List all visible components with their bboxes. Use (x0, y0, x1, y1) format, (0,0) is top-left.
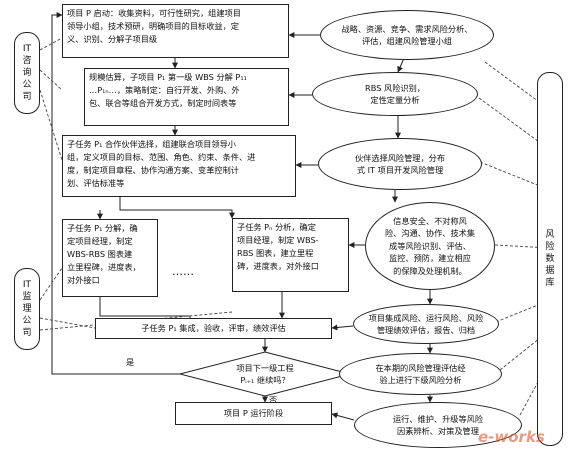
eworks-watermark: e-works (478, 428, 545, 446)
integrated-risk-node: 项目集成风险、运行风险、风险 管理绩效评估，报告、归档 (353, 304, 499, 344)
yes-label: 是 (126, 357, 135, 367)
partner-risk-node: 伙伴选择风险管理，分布 式 IT 项目开发风险管理 (318, 138, 482, 190)
experience-risk-node: 在本期的风险管理评估经 验上进行下级风险分析 (339, 353, 502, 395)
integration-box: 子任务 P₁ 集成，验收，评审，绩效评估 (95, 318, 332, 339)
project-start-box: 项目 P 启动：收集资料，可行性研究，组建项目 领导小组，技术预研，明确项目的目… (62, 4, 289, 58)
operation-risk-node: 运行、维护、升级等风险 因素辨析、对策及管理 (354, 402, 522, 448)
subtask-pn-box: 子任务 Pₙ 分析，确定 项目经理，制定 WBS- RBS 图表，建立里程 碑，… (232, 218, 349, 292)
operation-stage-box: 项目 P 运行阶段 (175, 402, 332, 425)
it-supervision-company: IT 监 理 公 司 (14, 268, 40, 350)
subtask-partner-box: 子任务 P₁ 合作伙伴选择，组建联合项目领导小 组，定义项目的目标、范围、角色、… (62, 135, 296, 197)
decision-diamond (178, 351, 352, 397)
wbs-estimate-box: 规模估算，子项目 P₁ 第一级 WBS 分解 P₁₁ …P₁ₙ…，策略制定：自行… (84, 68, 289, 126)
strategy-risk-node: 战略、资源、竞争、需求风险分析、 评估，组建风险管理小组 (320, 10, 494, 60)
risk-database: 风 险 数 据 库 (537, 72, 563, 446)
no-label: 否 (269, 395, 278, 405)
next-stage-question: 项目下一级工程 Pᵢ₊₁ 继续吗？ (236, 363, 294, 385)
security-risk-node: 信息安全、不对称风 险、沟通、协作、技术集 成等风险识别、评估、 监控、预防，建… (365, 202, 495, 290)
ellipsis-label: …… (172, 265, 194, 278)
subtask-p1-box: 子任务 P₁ 分解，确 定项目经理，制定 WBS-RBS 图表建 立里程碑，进度… (62, 219, 158, 297)
rbs-risk-node: RBS 风险识别， 定性定量分析 (312, 72, 478, 116)
it-consulting-company: IT 咨 询 公 司 (14, 32, 40, 114)
